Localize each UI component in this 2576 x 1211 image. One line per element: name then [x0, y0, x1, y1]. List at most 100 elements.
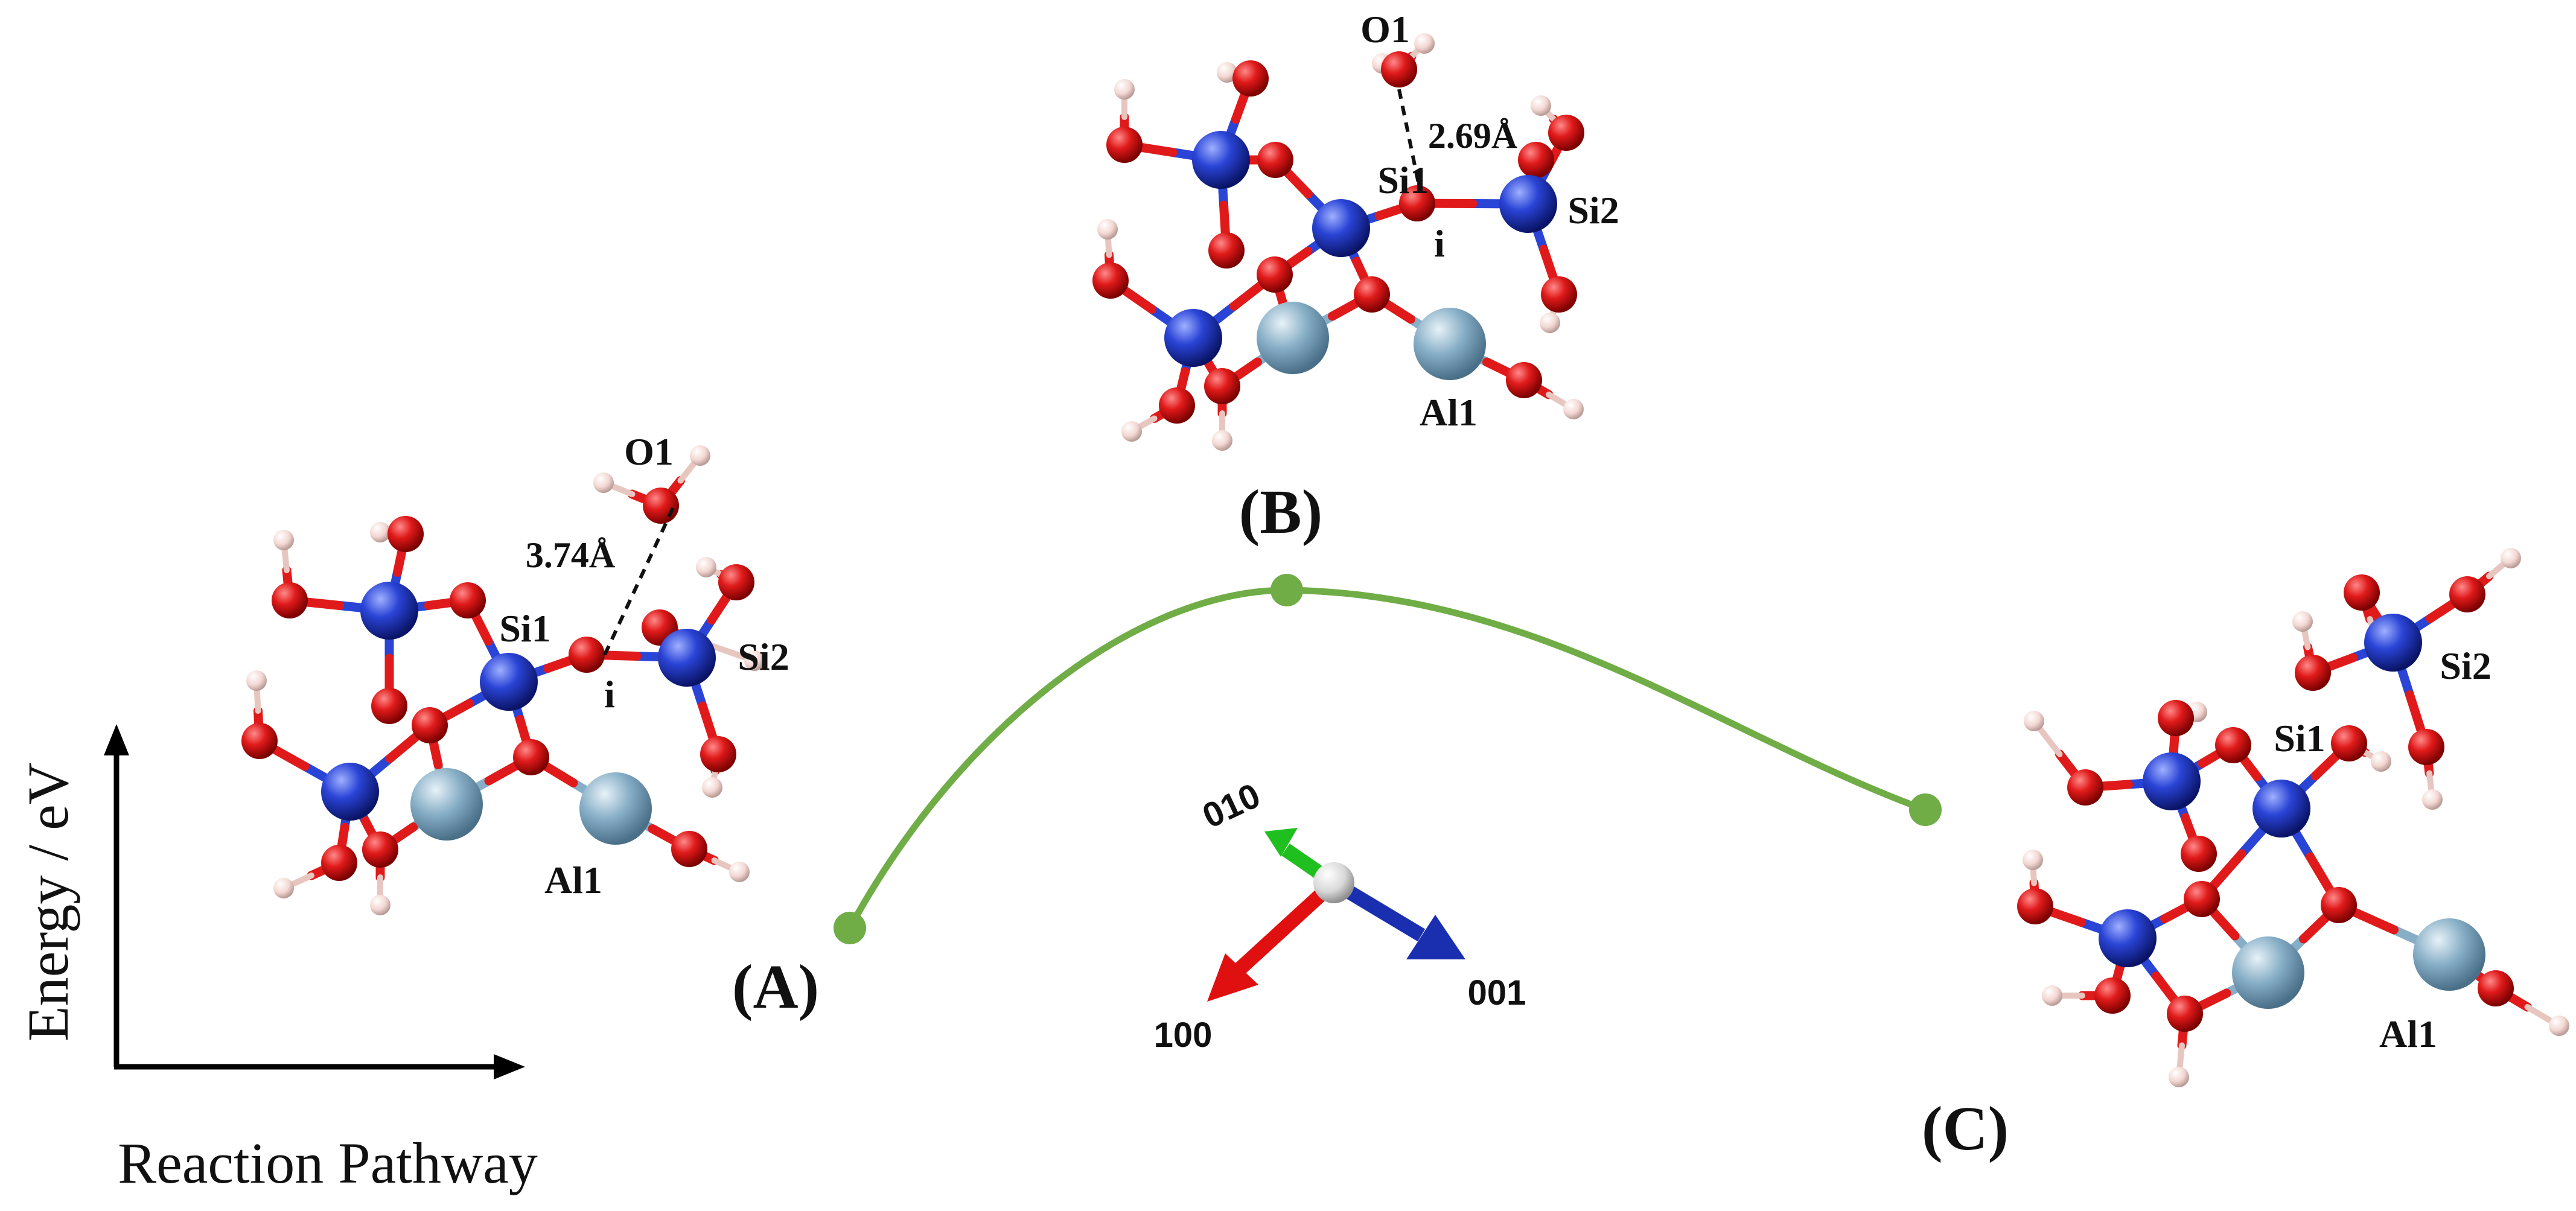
- silicon-atom: [1499, 175, 1557, 233]
- silicon-atom: [480, 653, 538, 711]
- hydrogen-atom: [2549, 1016, 2569, 1036]
- si2-label-a: Si2: [738, 635, 789, 678]
- hydrogen-atom: [1563, 399, 1584, 419]
- oxygen-atom: [321, 845, 357, 881]
- oxygen-atom: [1399, 185, 1435, 221]
- oxygen-atom: [2017, 888, 2053, 924]
- hydrogen-atom: [2023, 850, 2043, 870]
- axis-010-arrowhead: [1264, 828, 1298, 857]
- al1-label-c: Al1: [2379, 1012, 2437, 1055]
- hydrogen-atom: [1531, 95, 1551, 116]
- state-label-a: (A): [732, 952, 819, 1022]
- oxygen-atom: [643, 488, 679, 524]
- water-label-b: O1: [1360, 8, 1410, 51]
- energy-profile-line: [846, 586, 1929, 932]
- oxygen-atom: [2167, 996, 2203, 1032]
- hydrogen-atom: [1540, 313, 1560, 333]
- oxygen-atom: [1092, 262, 1129, 299]
- reaction-pathway-curve: [834, 574, 1942, 944]
- state-point-b: [1270, 574, 1303, 606]
- distance-label-a: 3.74Å: [526, 535, 615, 575]
- silicon-atom: [1164, 309, 1222, 367]
- oxygen-atom: [2184, 881, 2220, 917]
- axis-001-arrowhead: [1406, 915, 1465, 959]
- structure-c: Si1 Si2 Al1: [2017, 548, 2569, 1087]
- aluminum-atom: [1414, 308, 1486, 380]
- oxygen-atom: [700, 736, 736, 772]
- oxygen-atom: [1541, 276, 1577, 313]
- aluminum-atom: [2232, 936, 2304, 1009]
- oxygen-atom: [371, 688, 407, 724]
- crystal-orientation-compass: 010 100 001: [1154, 776, 1526, 1055]
- hydrogen-atom: [2169, 1067, 2189, 1087]
- hydrogen-atom: [273, 878, 294, 898]
- hydrogen-atom: [593, 472, 614, 493]
- hydrogen-atom: [2371, 751, 2391, 772]
- axis-010-label: 010: [1197, 776, 1266, 836]
- hydrogen-atom: [2501, 548, 2521, 568]
- aluminum-atom: [410, 768, 483, 841]
- axis-001-label: 001: [1468, 973, 1526, 1012]
- si1-label-b: Si1: [1377, 159, 1429, 202]
- aluminum-atom: [1257, 302, 1329, 374]
- silicon-atom: [2143, 752, 2201, 810]
- oxygen-atom: [2181, 836, 2217, 872]
- oxygen-atom: [1518, 142, 1554, 178]
- aluminum-atom: [2413, 918, 2485, 991]
- oxygen-atom: [718, 564, 754, 600]
- oxygen-atom: [2478, 970, 2514, 1006]
- oxygen-atom: [2321, 887, 2357, 923]
- silicon-atom: [2364, 614, 2422, 672]
- oxygen-atom: [513, 739, 549, 775]
- oxygen-atom: [1354, 276, 1390, 313]
- hydrogen-atom: [246, 670, 267, 691]
- y-axis-label: Energy / eV: [16, 763, 80, 1041]
- oxygen-atom: [2408, 729, 2444, 765]
- oxygen-atom: [2094, 977, 2131, 1014]
- distance-label-b: 2.69Å: [1428, 116, 1517, 156]
- hydrogen-atom: [729, 862, 750, 882]
- si2-label-b: Si2: [1567, 189, 1619, 232]
- axis-100-shaft: [1235, 877, 1339, 974]
- axis-100-arrowhead: [1207, 953, 1258, 1002]
- oxygen-atom: [2449, 576, 2485, 612]
- al1-label-a: Al1: [544, 859, 602, 901]
- oxygen-atom: [387, 516, 424, 552]
- oxygen-atom: [362, 831, 398, 868]
- hydrogen-atom: [690, 445, 710, 466]
- oxygen-atom: [1208, 232, 1245, 269]
- oxygen-atom: [1159, 387, 1195, 424]
- oxygen-atom: [272, 582, 308, 618]
- y-axis-arrowhead: [104, 724, 129, 755]
- si1-label-a: Si1: [499, 607, 550, 650]
- oxygen-atom: [569, 637, 605, 673]
- oxygen-atom: [1232, 60, 1269, 97]
- hydrogen-atom: [273, 530, 294, 550]
- hydrogen-atom: [1121, 421, 1142, 442]
- silicon-atom: [1312, 199, 1370, 257]
- water-label-a: O1: [624, 430, 674, 473]
- oxygen-atom: [2344, 574, 2380, 611]
- site-label-a: i: [604, 673, 615, 716]
- hydrogen-atom: [1217, 62, 1237, 83]
- oxygen-atom: [671, 831, 707, 867]
- oxygen-atom: [1381, 51, 1417, 87]
- oxygen-atom: [2331, 725, 2367, 761]
- structure-a: O1 3.74Å Si1 i Si2 Al1: [241, 430, 789, 915]
- silicon-atom: [1192, 131, 1250, 189]
- hydrogen-atom: [2292, 611, 2313, 632]
- aluminum-atom: [579, 772, 652, 845]
- oxygen-atom: [1257, 142, 1293, 178]
- x-axis-label: Reaction Pathway: [118, 1131, 538, 1195]
- site-label-b: i: [1434, 222, 1445, 265]
- hydrogen-atom: [1212, 430, 1232, 451]
- hydrogen-atom: [370, 895, 391, 915]
- hydrogen-atom: [2024, 711, 2044, 731]
- silicon-atom: [2099, 909, 2157, 967]
- oxygen-atom: [450, 582, 486, 618]
- oxygen-atom: [241, 723, 278, 759]
- al1-label-b: Al1: [1420, 391, 1478, 434]
- si2-label-c: Si2: [2440, 644, 2491, 687]
- oxygen-atom: [2158, 700, 2194, 736]
- hydrogen-atom: [744, 650, 765, 671]
